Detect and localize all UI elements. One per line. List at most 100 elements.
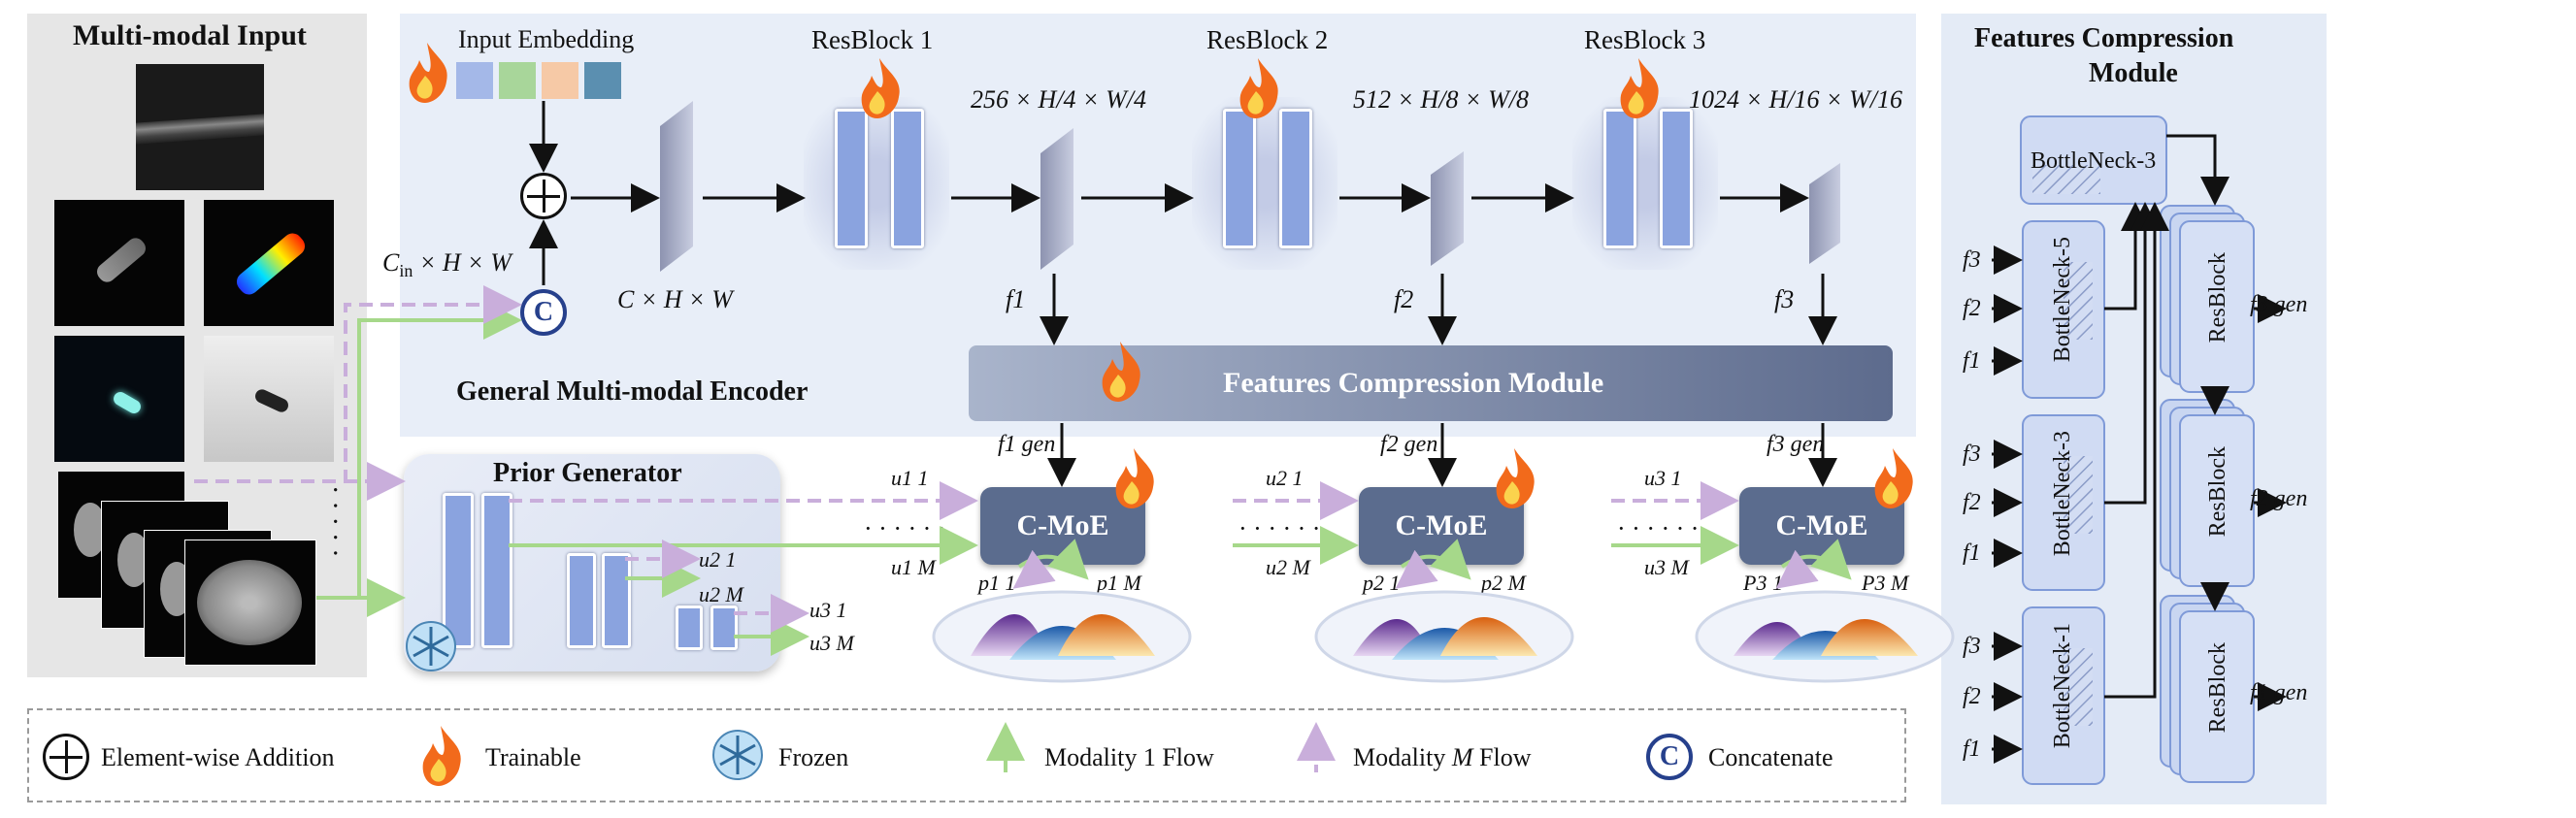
cmoe-block-1: C-MoE xyxy=(980,487,1145,565)
resblock-1 xyxy=(804,97,949,270)
snowflake-icon xyxy=(406,621,456,671)
fcm-bottleneck-3-label: BottleNeck-3 xyxy=(2050,431,2075,557)
fire-icon xyxy=(422,726,461,786)
prior-layer xyxy=(676,605,703,650)
legend-trainable-label: Trainable xyxy=(485,743,581,771)
prior-u2-1-label: u2 1 xyxy=(699,547,737,572)
fgen-2-label: f2 gen xyxy=(1380,432,1438,457)
resblock-layer xyxy=(1660,109,1693,248)
fcm-panel-title-line2: Module xyxy=(2089,58,2178,88)
distribution-cloud-2 xyxy=(1314,590,1574,683)
feature-f2-label: f2 xyxy=(1394,285,1414,313)
prior-layer xyxy=(567,553,596,648)
fire-icon xyxy=(861,58,900,118)
encoder-title: General Multi-modal Encoder xyxy=(456,376,809,407)
feature-map-cin xyxy=(660,101,693,272)
p-right-2-label: p2 M xyxy=(1481,571,1526,595)
purple-tick-2 xyxy=(1395,549,1438,589)
resblock-layer xyxy=(891,109,924,248)
u-top-2-label: u2 1 xyxy=(1266,466,1304,490)
distribution-cloud-3 xyxy=(1695,590,1955,683)
addition-icon xyxy=(43,734,89,780)
p-right-3-label: P3 M xyxy=(1862,571,1909,595)
prior-u3-1-label: u3 1 xyxy=(809,598,847,622)
prior-layer xyxy=(710,605,738,650)
fcm-panel-title-line1: Features Compression xyxy=(1974,23,2234,53)
resblock-1-label: ResBlock 1 xyxy=(811,25,934,54)
feature-map-f1 xyxy=(1040,128,1073,270)
u-bot-3-label: u3 M xyxy=(1644,555,1689,579)
green-arc-2 xyxy=(1400,539,1471,580)
prior-generator-title: Prior Generator xyxy=(493,458,682,488)
p-left-3-label: P3 1 xyxy=(1743,571,1783,595)
grayscale-object-image xyxy=(54,200,184,326)
fcm-resblock-3-label: ResBlock xyxy=(2205,252,2230,344)
legend-modality1-label: Modality 1 Flow xyxy=(1044,743,1214,771)
p-left-1-label: p1 1 xyxy=(978,571,1016,595)
u-bot-1-label: u1 M xyxy=(891,555,936,579)
dim-1-label: 256 × H/4 × W/4 xyxy=(971,85,1146,114)
fcm-input-f2: f2 xyxy=(1963,684,1981,709)
fcm-output-f3gen: f3 gen xyxy=(2250,292,2308,317)
cin-dimension-label: Cin × H × W xyxy=(382,248,512,281)
fluorescence-image xyxy=(54,336,184,462)
fcm-resblock-2-label: ResBlock xyxy=(2205,446,2230,538)
fcm-input-f2: f2 xyxy=(1963,296,1981,321)
dots-2: · · · · · · xyxy=(1238,514,1321,542)
legend-addition-label: Element-wise Addition xyxy=(101,743,335,771)
prior-layer xyxy=(602,553,631,648)
fire-icon xyxy=(1102,342,1140,402)
oct-scan-image xyxy=(136,64,264,190)
legend xyxy=(27,708,1906,802)
concatenate-icon: C xyxy=(1646,734,1693,780)
fgen-1-label: f1 gen xyxy=(998,432,1056,457)
input-ellipsis: · · · · · xyxy=(319,485,349,558)
green-flow-to-concat xyxy=(316,301,522,600)
u-top-1-label: u1 1 xyxy=(891,466,929,490)
fcm-bar-label: Features Compression Module xyxy=(1223,367,1604,399)
fcm-resblock-2 xyxy=(2160,399,2255,587)
feature-f3-label: f3 xyxy=(1774,285,1795,313)
legend-modalityM-label: Modality M Flow xyxy=(1353,743,1532,771)
embedding-token xyxy=(542,62,578,99)
fcm-resblock-3 xyxy=(2160,205,2255,393)
resblock-layer xyxy=(1603,109,1636,248)
legend-concat-label: Concatenate xyxy=(1708,743,1833,771)
green-arc-3 xyxy=(1780,539,1852,580)
resblock-2 xyxy=(1192,97,1338,270)
dots-1: · · · · · · xyxy=(864,514,946,542)
fcm-output-f2gen: f2 gen xyxy=(2250,486,2308,511)
resblock-3 xyxy=(1572,97,1718,270)
prior-layer xyxy=(443,493,474,648)
p-right-1-label: p1 M xyxy=(1097,571,1141,595)
fcm-input-f2: f2 xyxy=(1963,490,1981,515)
prior-u3-M-label: u3 M xyxy=(809,631,854,655)
fcm-input-f3: f3 xyxy=(1963,442,1981,467)
fire-icon xyxy=(1115,448,1154,508)
fcm-bottleneck-1-label: BottleNeck-1 xyxy=(2050,623,2075,749)
resblock-3-label: ResBlock 3 xyxy=(1584,25,1706,54)
fire-icon xyxy=(409,43,447,103)
purple-flow-to-concat xyxy=(194,285,522,483)
purple-tick-1 xyxy=(1012,549,1056,589)
feature-map-f2 xyxy=(1431,151,1464,266)
fcm-input-f1: f1 xyxy=(1963,736,1981,762)
addition-node xyxy=(520,173,567,219)
chw-dimension-label: C × H × W xyxy=(617,285,733,313)
depth-colormap-image xyxy=(204,200,334,326)
input-embedding-label: Input Embedding xyxy=(458,25,635,53)
embedding-token xyxy=(584,62,621,99)
snowflake-icon xyxy=(712,730,763,780)
embedding-token xyxy=(456,62,493,99)
fire-icon xyxy=(1874,448,1913,508)
fcm-input-f3: f3 xyxy=(1963,247,1981,273)
dots-3: · · · · · · xyxy=(1617,514,1700,542)
feature-map-f3 xyxy=(1809,163,1840,264)
resblock-2-label: ResBlock 2 xyxy=(1206,25,1329,54)
dim-2-label: 512 × H/8 × W/8 xyxy=(1353,85,1529,114)
fcm-bottleneck-top xyxy=(2020,115,2167,205)
resblock-layer xyxy=(1223,109,1256,248)
green-arc-1 xyxy=(1017,539,1089,580)
fcm-input-f1: f1 xyxy=(1963,540,1981,566)
